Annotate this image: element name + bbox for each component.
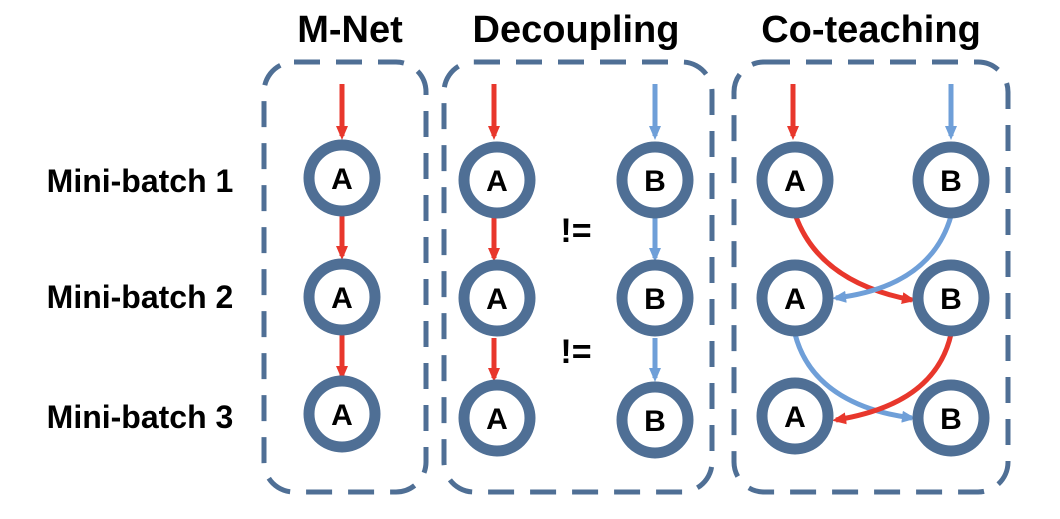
decoupling-inequality-1: != [560,212,591,250]
svg-text:B: B [644,283,666,316]
coteaching-node-b-1: B [912,141,990,219]
svg-text:B: B [940,403,962,436]
row-label-mini-batch-3: Mini-batch 3 [47,399,234,435]
coteaching-node-b-3: B [912,379,990,457]
svg-text:A: A [486,165,508,198]
svg-text:A: A [331,282,353,315]
svg-text:A: A [486,283,508,316]
decoupling-node-b-1: B [616,141,694,219]
coteaching-node-a-1: A [756,141,834,219]
mnet-node-a-2: A [303,258,381,336]
coteaching-b1-to-a2-arrow [832,215,954,303]
mnet-node-a-3: A [303,375,381,453]
coteaching-node-a-3: A [756,377,834,455]
svg-text:A: A [331,163,353,196]
svg-text:B: B [940,283,962,316]
coteaching-node-b-2: B [912,259,990,337]
svg-text:A: A [784,165,806,198]
decoupling-node-a-1: A [458,141,536,219]
column-title-coteaching: Co-teaching [761,9,981,51]
svg-text:A: A [331,399,353,432]
decoupling-node-a-2: A [458,259,536,337]
svg-text:A: A [486,403,508,436]
coteaching-b2-to-a3-arrow [832,333,954,425]
svg-text:B: B [940,165,962,198]
svg-text:A: A [784,401,806,434]
decoupling-node-b-3: B [616,381,694,459]
coteaching-a1-to-b2-arrow [792,213,916,305]
row-label-mini-batch-2: Mini-batch 2 [47,279,234,315]
svg-text:B: B [644,165,666,198]
column-title-decoupling: Decoupling [473,9,680,51]
coteaching-group-box [731,59,1011,495]
decoupling-inequality-2: != [560,333,591,371]
row-label-mini-batch-1: Mini-batch 1 [47,163,234,199]
column-title-mnet: M-Net [297,9,403,51]
decoupling-node-a-3: A [458,379,536,457]
decoupling-node-b-2: B [616,259,694,337]
coteaching-a2-to-b3-arrow [792,333,916,423]
coteaching-node-a-2: A [756,259,834,337]
svg-text:B: B [644,405,666,438]
mnet-group-box [261,59,429,495]
decoupling-group-box [441,59,715,495]
svg-text:A: A [784,283,806,316]
mnet-node-a-1: A [303,139,381,217]
